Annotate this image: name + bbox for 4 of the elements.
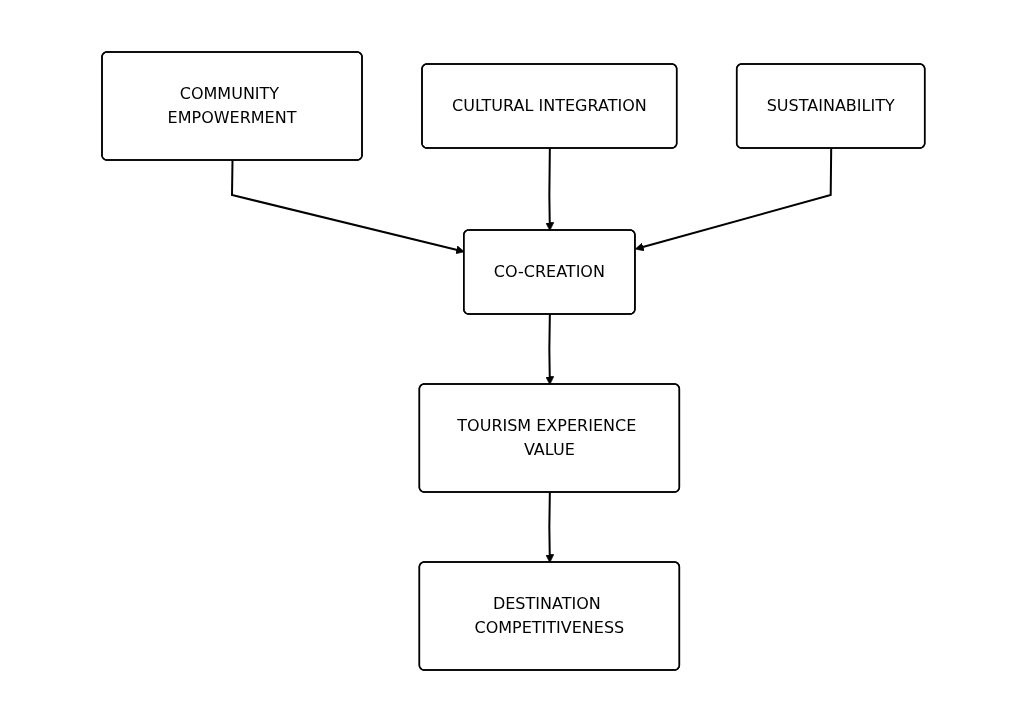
arrow	[545, 147, 555, 231]
arrow	[545, 313, 555, 385]
arrow	[635, 147, 833, 252]
arrow	[545, 491, 555, 563]
